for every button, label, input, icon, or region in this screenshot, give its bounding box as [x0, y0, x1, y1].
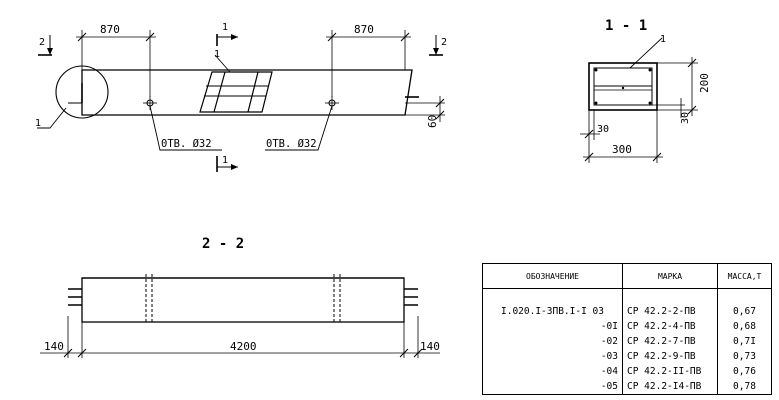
- table-row: I.020.I-3ПВ.I-I 03 СР 42.2-2-ПВ 0,67: [483, 304, 771, 319]
- section-1-title: 1 - 1: [605, 18, 647, 34]
- dim-870-left: 870: [100, 23, 120, 36]
- leader-label-1: 1: [214, 49, 220, 60]
- svg-text:60: 60: [426, 115, 439, 128]
- dim-200: 200: [698, 73, 711, 93]
- dim-870-right: 870: [354, 23, 374, 36]
- table-row: -0I СР 42.2-4-ПВ 0,68: [483, 319, 771, 334]
- section-1-1: 1 - 1 1 200 30 30 300: [580, 18, 711, 163]
- holes-label-right: 0ТВ. Ø32: [266, 138, 317, 150]
- leader-label-circle: 1: [35, 118, 41, 129]
- dim-300: 300: [612, 143, 632, 156]
- svg-text:1: 1: [222, 155, 228, 166]
- section-2-2: 2 - 2 140 4200 140: [40, 236, 440, 358]
- section-marks-1: 1 1: [216, 22, 238, 172]
- table-row: -04 СР 42.2-II-ПВ 0,76: [483, 364, 771, 379]
- header-mass: МАССА,Т: [717, 264, 771, 289]
- cage-detail: [199, 71, 273, 113]
- beam-elevation: 1 0ТВ. Ø32 0ТВ. Ø32: [55, 49, 419, 151]
- beam-outline: [81, 69, 413, 116]
- table-row: -02 СР 42.2-7-ПВ 0,7I: [483, 334, 771, 349]
- dim-60: 60: [405, 96, 445, 128]
- section-marks-2: 2 2: [38, 35, 447, 56]
- svg-text:2: 2: [39, 37, 45, 48]
- top-dimensions: 870 870: [76, 23, 411, 97]
- svg-text:1: 1: [222, 22, 228, 33]
- specification-table: ОБОЗНАЧЕНИЕ МАРКА МАССА,Т I.020.I-3ПВ.I-…: [482, 263, 772, 395]
- dim-140-right: 140: [420, 340, 440, 353]
- header-mark: МАРКА: [622, 264, 718, 289]
- holes-label-left: 0ТВ. Ø32: [161, 138, 212, 150]
- dim-4200: 4200: [230, 340, 257, 353]
- dim-140-left: 140: [44, 340, 64, 353]
- section-2-title: 2 - 2: [202, 236, 244, 252]
- dim-30: 30: [597, 124, 609, 135]
- svg-text:30: 30: [680, 112, 691, 124]
- svg-text:2: 2: [441, 37, 447, 48]
- table-row: -05 СР 42.2-I4-ПВ 0,78: [483, 379, 771, 394]
- svg-text:1: 1: [660, 34, 666, 45]
- header-designation: ОБОЗНАЧЕНИЕ: [483, 264, 623, 289]
- table-header-row: ОБОЗНАЧЕНИЕ МАРКА МАССА,Т: [483, 264, 771, 289]
- table-row: -03 СР 42.2-9-ПВ 0,73: [483, 349, 771, 364]
